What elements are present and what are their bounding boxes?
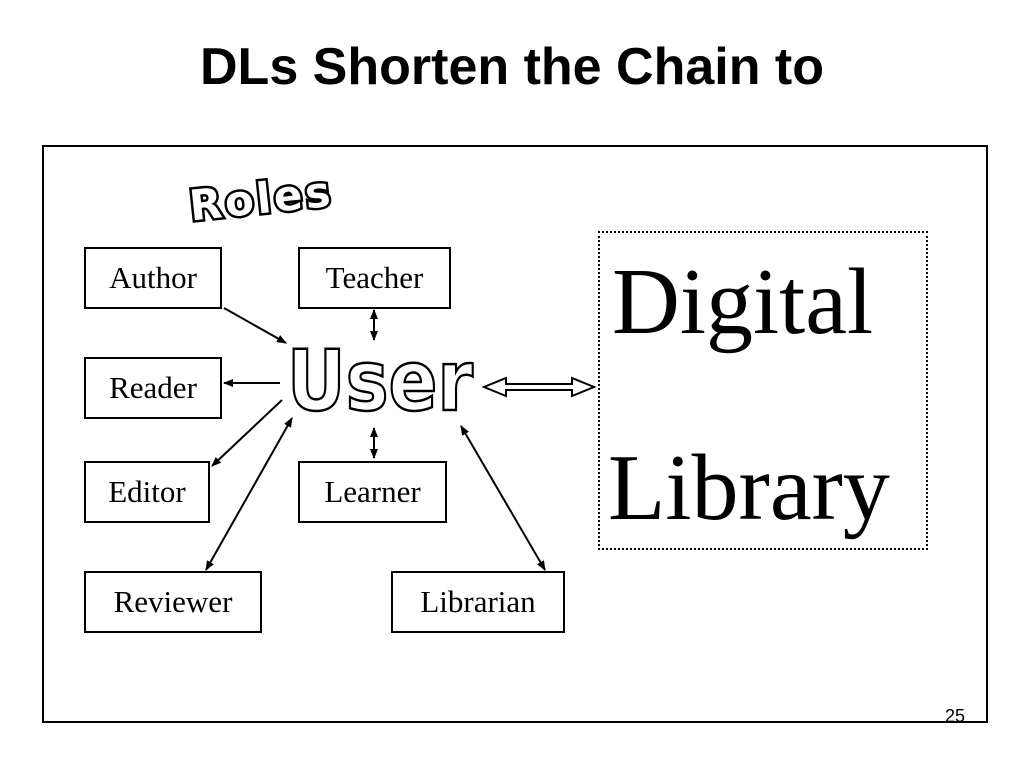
role-learner: Learner (298, 461, 447, 523)
role-author: Author (84, 247, 222, 309)
arrow-reviewer-user (205, 417, 293, 571)
arrow-librarian-user (460, 425, 546, 571)
digital-library-line2: Library (608, 436, 890, 540)
role-teacher: Teacher (298, 247, 451, 309)
digital-library-line1: Digital (612, 250, 874, 354)
roles-heading: Roles (187, 167, 335, 231)
diagram-frame (42, 145, 988, 723)
role-librarian: Librarian (391, 571, 565, 633)
arrow-author-user (223, 307, 287, 344)
slide-title: DLs Shorten the Chain to (200, 38, 824, 96)
user-center-label: User (287, 332, 473, 430)
role-editor: Editor (84, 461, 210, 523)
digital-library-box: Digital Library (598, 231, 928, 550)
page-number: 25 (944, 706, 966, 726)
role-reviewer: Reviewer (84, 571, 262, 633)
role-reader: Reader (84, 357, 222, 419)
double-arrow-user-library (481, 376, 597, 398)
